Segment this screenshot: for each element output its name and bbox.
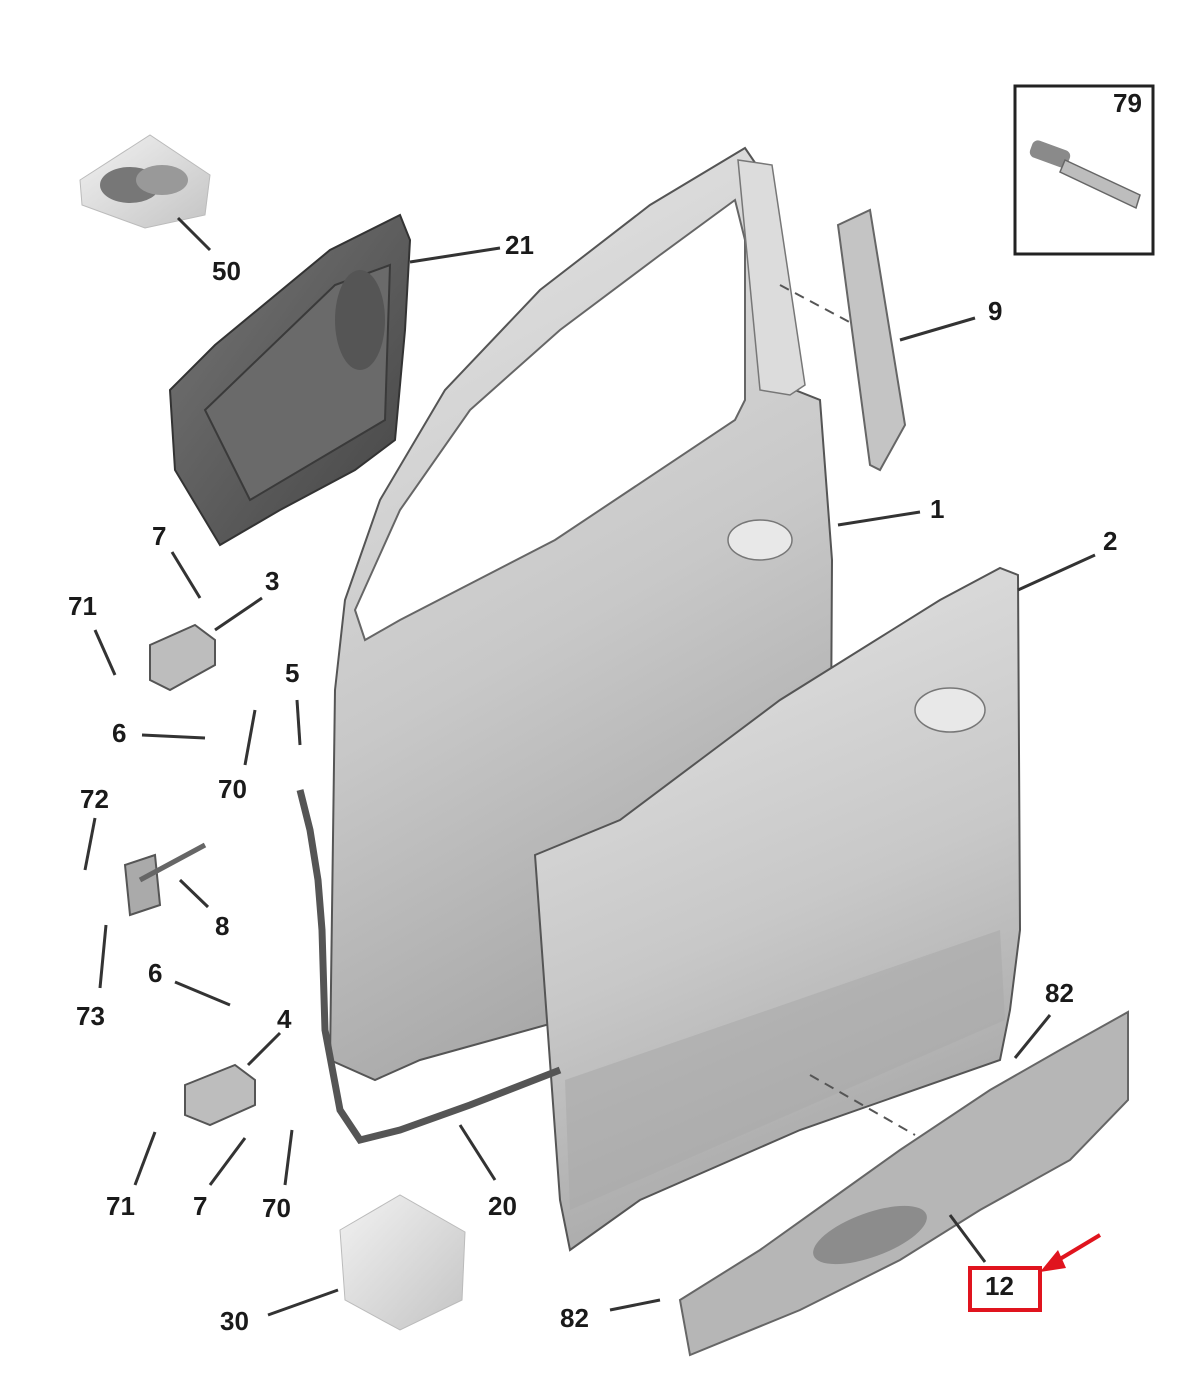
label-50: 50 (212, 256, 241, 286)
lower-hinge (184, 1063, 256, 1127)
door-seal (296, 789, 562, 1144)
label-1: 1 (930, 494, 944, 524)
label-73: 73 (76, 1001, 105, 1031)
label-6-top: 6 (112, 718, 126, 748)
rivet-icon (1029, 140, 1141, 210)
label-20: 20 (488, 1191, 517, 1221)
label-21: 21 (505, 230, 534, 260)
label-5: 5 (285, 658, 299, 688)
highlight-arrowhead (1040, 1250, 1066, 1272)
label-71-top: 71 (68, 591, 97, 621)
door-check-strap (123, 842, 207, 917)
outer-door-skin (533, 566, 1022, 1252)
upper-hinge (149, 623, 216, 692)
assembly-lines (779, 284, 916, 1136)
label-70-top: 70 (218, 774, 247, 804)
label-3: 3 (265, 566, 279, 596)
label-82-bottom: 82 (560, 1303, 589, 1333)
label-9: 9 (988, 296, 1002, 326)
label-7-top: 7 (152, 521, 166, 551)
inner-door-panel (168, 213, 412, 547)
label-72: 72 (80, 784, 109, 814)
leader-lines (83, 216, 1096, 1317)
label-4: 4 (277, 1004, 292, 1034)
rivet-inset-box (1013, 84, 1155, 256)
label-2: 2 (1103, 526, 1117, 556)
label-79: 79 (1113, 88, 1142, 118)
highlight-box (968, 1266, 1042, 1312)
label-8: 8 (215, 911, 229, 941)
label-70-bottom: 70 (262, 1193, 291, 1223)
label-71-bottom: 71 (106, 1191, 135, 1221)
label-6-bottom: 6 (148, 958, 162, 988)
lower-door-moulding (678, 1010, 1129, 1357)
label-7-bottom: 7 (193, 1191, 207, 1221)
highlight-arrow (1053, 1233, 1102, 1264)
label-30: 30 (220, 1306, 249, 1336)
label-82-top: 82 (1045, 978, 1074, 1008)
label-12: 12 (985, 1271, 1014, 1301)
part-labels: 79 21 50 9 1 2 7 3 71 5 6 70 72 8 73 6 4… (68, 88, 1142, 1336)
highlight-marker (968, 1233, 1102, 1312)
pillar-trim-strip (836, 208, 907, 472)
sealing-patch-pack (79, 134, 211, 229)
fastener-kit-box (339, 1194, 466, 1331)
